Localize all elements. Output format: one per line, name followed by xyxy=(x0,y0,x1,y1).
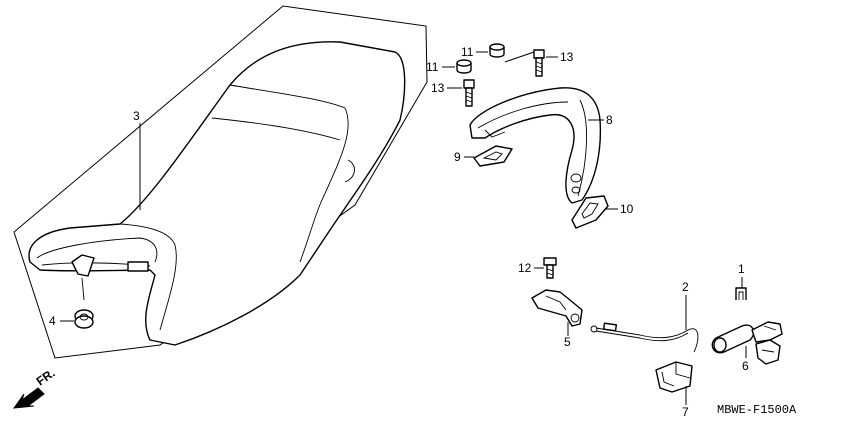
callout-cap-left: 11 xyxy=(426,60,439,74)
callout-grab-rail: 8 xyxy=(606,113,613,127)
cap-top xyxy=(489,43,505,58)
bolt-13-right xyxy=(533,49,545,77)
hook xyxy=(655,361,693,393)
callout-rubber-9: 9 xyxy=(454,150,461,164)
callout-rubber-10: 10 xyxy=(620,202,634,216)
front-direction-arrow-icon xyxy=(12,387,45,409)
seat-latch xyxy=(531,289,583,327)
bolt-12 xyxy=(543,257,557,279)
seat xyxy=(28,41,406,346)
callout-key-set: 1 xyxy=(738,262,745,276)
rubber-10 xyxy=(571,195,609,229)
key-set xyxy=(735,287,747,300)
callout-latch: 5 xyxy=(564,335,571,349)
callout-seat: 3 xyxy=(133,109,140,123)
diagram-code: MBWE-F1500A xyxy=(717,403,797,417)
callout-bolt-13-left: 13 xyxy=(431,81,445,95)
bolt-13-left xyxy=(463,79,475,107)
callout-hook: 7 xyxy=(682,405,689,419)
direction-label: FR. xyxy=(34,366,58,389)
lock-cylinder xyxy=(711,321,783,365)
rubber-9 xyxy=(473,145,513,167)
callout-bolt-13-right: 13 xyxy=(560,50,574,64)
callout-nut: 4 xyxy=(49,314,56,328)
callout-lock-cylinder: 6 xyxy=(742,359,749,373)
callout-bolt-12: 12 xyxy=(518,261,532,275)
callout-cap-top: 11 xyxy=(461,45,474,59)
cap-left xyxy=(456,59,472,74)
seat-lock-cable xyxy=(590,322,699,353)
callout-cable: 2 xyxy=(682,280,689,294)
grab-rail xyxy=(469,87,602,204)
nut xyxy=(74,309,94,329)
